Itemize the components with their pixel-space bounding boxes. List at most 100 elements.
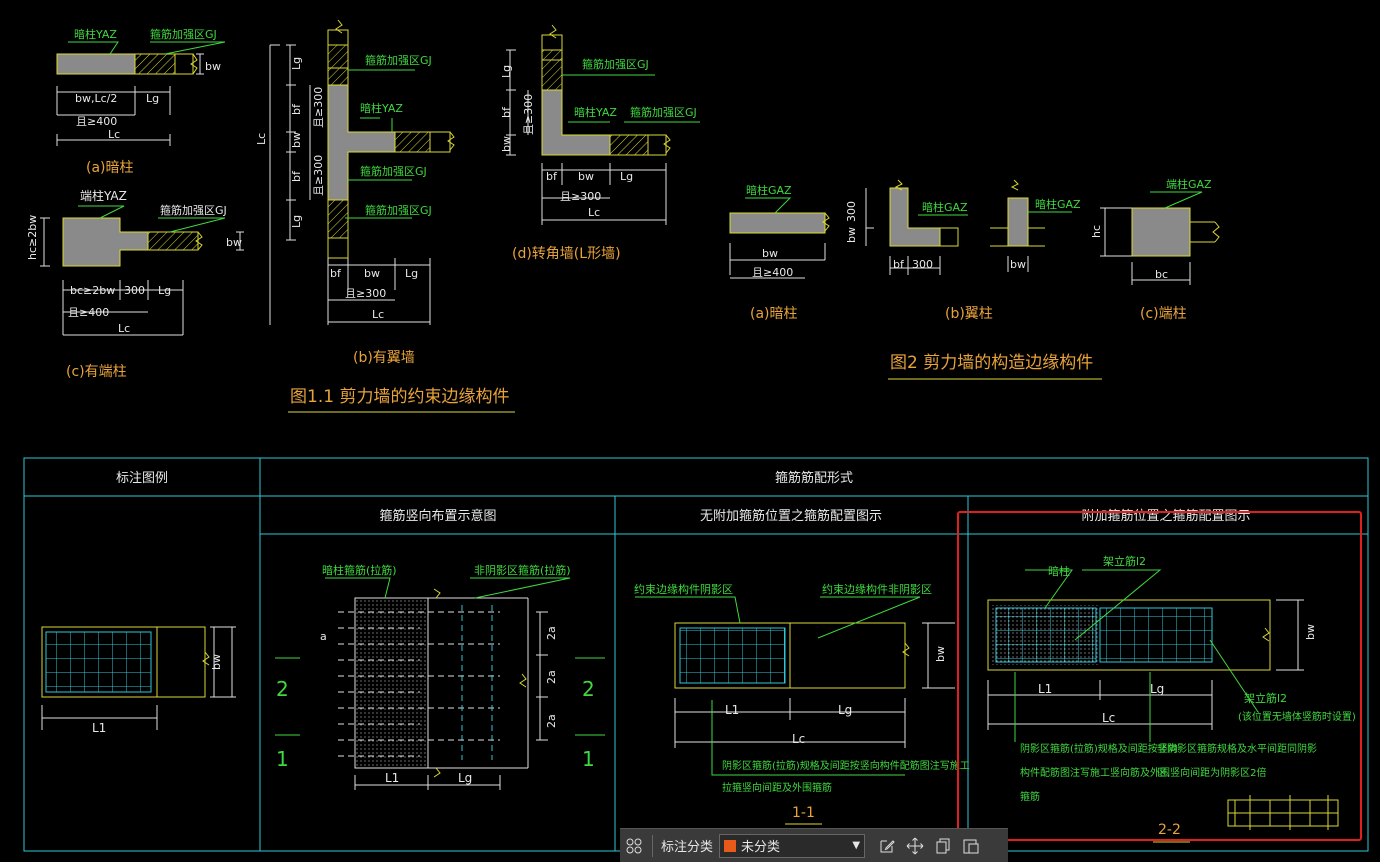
c1-2a-1: 2a — [545, 626, 558, 640]
fig1-c-yaz-label: 端柱YAZ — [80, 188, 127, 203]
c1-2a-2: 2a — [545, 670, 558, 684]
move-icon[interactable] — [901, 832, 929, 860]
category-color-swatch — [724, 839, 737, 852]
c1-mark-2r: 2 — [582, 677, 595, 701]
fig2-a-caption: (a)暗柱 — [750, 306, 798, 322]
fig1-a-caption: (a)暗柱 — [86, 160, 134, 176]
c3-l1: L1 — [1038, 682, 1052, 696]
c3-note1: 阴影区箍筋(拉筋)规格及间距按竖向 — [1020, 742, 1178, 755]
c2-n2: 约束边缘构件非阴影区 — [822, 582, 932, 596]
table-col1-header: 标注图例 — [116, 471, 168, 486]
annotation-toolbar: 标注分类 未分类 ▼ — [620, 828, 1008, 862]
fig1-d-corner-wall: 箍筋加强区GJ 暗柱YAZ 箍筋加强区GJ Lg bf 且≥300 bw bf … — [500, 24, 700, 262]
fig2-b-bw2: bw — [1010, 258, 1026, 271]
fig1-c-lg-dim: Lg — [158, 284, 171, 297]
annotation-category-label: 标注分类 — [661, 840, 714, 855]
fig2-b-bw1: bw — [845, 227, 858, 243]
fig1-b-caption: (b)有翼墙 — [353, 350, 415, 366]
fig1-b-bbw: bw — [364, 267, 380, 280]
fig1-d-bf: bf — [500, 106, 513, 118]
fig1-d-gj2: 箍筋加强区GJ — [630, 105, 697, 119]
c2-lg: Lg — [838, 703, 852, 717]
fig2-b-300a: 300 — [845, 201, 858, 222]
table-sub3-header: 附加箍筋位置之箍筋配置图示 — [1081, 508, 1250, 524]
fig2-c-hc: hc — [1090, 225, 1103, 238]
fig1-b-lg1: Lg — [290, 57, 303, 70]
fig1-d-dlc: Lc — [588, 206, 600, 219]
no-extra-stirrup-figure: 约束边缘构件阴影区 约束边缘构件非阴影区 bw L1 Lg Lc 阴影区箍筋(拉… — [634, 582, 970, 825]
fig1-d-yaz: 暗柱YAZ — [574, 105, 617, 119]
vertical-arrangement-figure: 暗柱箍筋(拉筋) 非阴影区箍筋(拉筋) a 2a 2a 2a L1 Lg 2 2… — [275, 563, 605, 790]
fig1-b-gj3: 箍筋加强区GJ — [365, 203, 432, 217]
cad-block-icon — [1227, 795, 1339, 830]
c2-note1: 阴影区箍筋(拉筋)规格及间距按竖向构件配筋图注写施工 — [722, 759, 970, 772]
edit-icon[interactable] — [873, 832, 901, 860]
fig1-a-dim1: bw,Lc/2 — [75, 92, 117, 105]
c2-note2: 拉箍竖向间距及外围箍筋 — [722, 781, 832, 794]
fig2-b-caption: (b)翼柱 — [945, 306, 993, 322]
category-select-value: 未分类 — [741, 840, 781, 855]
fig1-b-lc: Lc — [255, 133, 268, 145]
fig1-d-gj1: 箍筋加强区GJ — [582, 57, 649, 71]
fig1-c-gj-label: 箍筋加强区GJ — [160, 203, 227, 217]
fig1-a-yaz-label: 暗柱YAZ — [74, 27, 117, 41]
fig2-a-400: 且≥400 — [752, 266, 793, 279]
paste-icon[interactable] — [957, 832, 985, 860]
fig2-b-300b: 300 — [912, 258, 933, 271]
fig1-b-lg2: Lg — [290, 215, 303, 228]
fig2-b-gaz1: 暗柱GAZ — [922, 200, 968, 214]
fig2-c-bc: bc — [1155, 268, 1168, 281]
fig2-b-gaz2: 暗柱GAZ — [1035, 197, 1081, 211]
annotation-category-select[interactable]: 未分类 ▼ — [719, 833, 866, 858]
copy-icon[interactable] — [929, 832, 957, 860]
fig1-d-lg: Lg — [500, 65, 513, 78]
fig1-b-300b: 且≥300 — [312, 155, 325, 196]
c2-bw: bw — [934, 646, 947, 662]
c3-n1: 暗柱 — [1048, 564, 1070, 578]
grid-icon[interactable] — [620, 832, 648, 860]
fig1-b-bw: bw — [290, 132, 303, 148]
c2-section: 1-1 — [792, 805, 815, 821]
c1-a: a — [320, 630, 327, 643]
fig1-c-300-dim: 300 — [124, 284, 145, 297]
chevron-down-icon: ▼ — [852, 840, 861, 851]
c3-note1b: 构件配筋图注写施工竖向筋及外围 — [1020, 766, 1170, 779]
fig2-c: 端柱GAZ hc bc (c)端柱 — [1090, 177, 1220, 322]
fig1-b-b300: 且≥300 — [345, 287, 386, 300]
fig1-b-300a: 且≥300 — [312, 87, 325, 128]
fig1-c-end-column: 端柱YAZ 箍筋加强区GJ hc≥2bw bw bc≥2bw 300 Lg 且≥… — [26, 188, 244, 380]
fig1-c-hc-dim: hc≥2bw — [26, 215, 39, 260]
c1-mark-2l: 2 — [276, 677, 289, 701]
c3-n3: 架立筋l2 — [1244, 691, 1287, 705]
fig1-a-dim3: 且≥400 — [76, 115, 117, 128]
fig1-a-dim2: Lg — [146, 92, 159, 105]
fig1-c-400-dim: 且≥400 — [68, 306, 109, 319]
c3-note2b: 区,竖向间距为阴影区2倍 — [1157, 766, 1267, 779]
fig1-a-bw-dim: bw — [205, 60, 221, 73]
c3-note2: 非阴影区箍筋规格及水平间距同阴影 — [1157, 742, 1317, 755]
fig2-c-caption: (c)端柱 — [1140, 306, 1187, 322]
fig1-d-caption: (d)转角墙(L形墙) — [512, 246, 621, 262]
fig1-a-dark-column: 暗柱YAZ 箍筋加强区GJ bw bw,Lc/2 Lg 且≥400 Lc (a)… — [56, 27, 226, 176]
fig1-b-flange-wall: 箍筋加强区GJ 暗柱YAZ 箍筋加强区GJ 箍筋加强区GJ Lc Lg bf 且… — [255, 19, 455, 366]
fig1-d-bw: bw — [500, 136, 513, 152]
c3-lc: Lc — [1102, 711, 1115, 725]
c1-lg: Lg — [458, 771, 472, 785]
fig1-b-yaz: 暗柱YAZ — [360, 101, 403, 115]
fig1-b-gj2: 箍筋加强区GJ — [360, 164, 427, 178]
c3-n3b: (该位置无墙体竖筋时设置) — [1238, 710, 1356, 723]
fig2-b: 暗柱GAZ 暗柱GAZ 300 bw bf 300 bw (b)翼柱 — [845, 179, 1081, 322]
c3-note1c: 箍筋 — [1020, 790, 1040, 803]
selection-highlight-box — [957, 511, 1362, 841]
c3-section: 2-2 — [1158, 822, 1181, 838]
fig1-d-dlg: Lg — [620, 170, 633, 183]
fig1-b-blc: Lc — [372, 308, 384, 321]
c1-l1: L1 — [385, 771, 399, 785]
fig1-a-gj-label: 箍筋加强区GJ — [150, 27, 217, 41]
fig1-b-bf1: bf — [290, 103, 303, 115]
c1-n1: 暗柱箍筋(拉筋) — [322, 563, 397, 577]
legend-bw: bw — [210, 654, 223, 670]
c2-lc: Lc — [792, 732, 805, 746]
fig2-a-bw: bw — [762, 247, 778, 260]
